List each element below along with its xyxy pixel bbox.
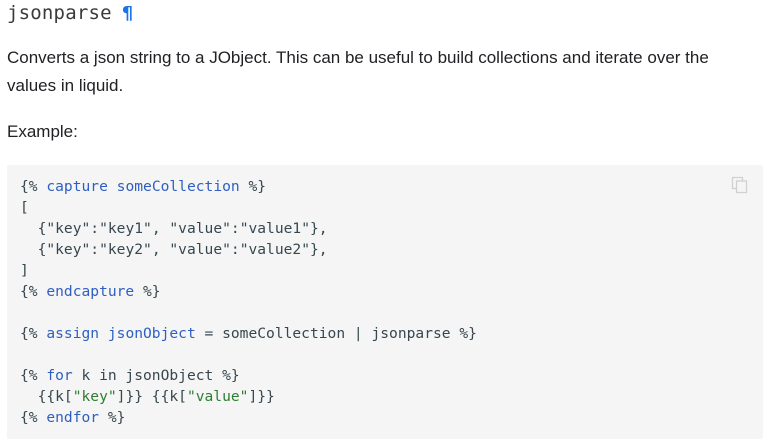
code-string: "key"	[46, 241, 91, 258]
code-string: "key"	[46, 220, 91, 237]
example-label: Example:	[7, 122, 78, 141]
copy-button[interactable]	[731, 176, 749, 194]
code-string: "value1"	[239, 220, 310, 237]
code-line-12: {% endfor %}	[20, 409, 126, 426]
page-title: jsonparse ¶	[7, 0, 133, 26]
copy-icon	[731, 176, 748, 194]
code-block: {% capture someCollection %} [ {"key":"k…	[7, 165, 763, 439]
code-keyword: for	[46, 367, 73, 384]
code-string: "key2"	[99, 241, 152, 258]
code-line-4: {"key":"key2", "value":"value2"},	[20, 241, 328, 258]
code-line-10: {% for k in jsonObject %}	[20, 367, 240, 384]
code-string: "key"	[72, 388, 117, 405]
code-string: "value"	[186, 388, 249, 405]
code-line-8: {% assign jsonObject = someCollection | …	[20, 325, 477, 342]
code-variable: jsonObject	[107, 325, 196, 342]
code-line-3: {"key":"key1", "value":"value1"},	[20, 220, 328, 237]
code-keyword: capture	[46, 178, 108, 195]
code-line-9	[20, 344, 763, 365]
permalink-anchor-icon[interactable]: ¶	[121, 2, 134, 24]
page-title-text: jsonparse	[7, 2, 112, 24]
code-keyword: assign	[46, 325, 100, 342]
code-string: "value"	[169, 241, 231, 258]
code-line-5: ]	[20, 262, 29, 279]
code-line-2: [	[20, 199, 29, 216]
code-line-11: {{k["key"]}} {{k["value"]}}	[20, 388, 275, 405]
code-line-1: {% capture someCollection %}	[20, 178, 267, 195]
description-text: Converts a json string to a JObject. Thi…	[7, 48, 709, 95]
code-string: "value"	[169, 220, 231, 237]
code-string: "key1"	[99, 220, 152, 237]
code-keyword: endfor	[46, 409, 100, 426]
code-keyword: endcapture	[46, 283, 135, 300]
code-variable: someCollection	[116, 178, 240, 195]
code-line-6: {% endcapture %}	[20, 283, 161, 300]
code-string: "value2"	[239, 241, 310, 258]
code-line-7	[20, 302, 763, 323]
